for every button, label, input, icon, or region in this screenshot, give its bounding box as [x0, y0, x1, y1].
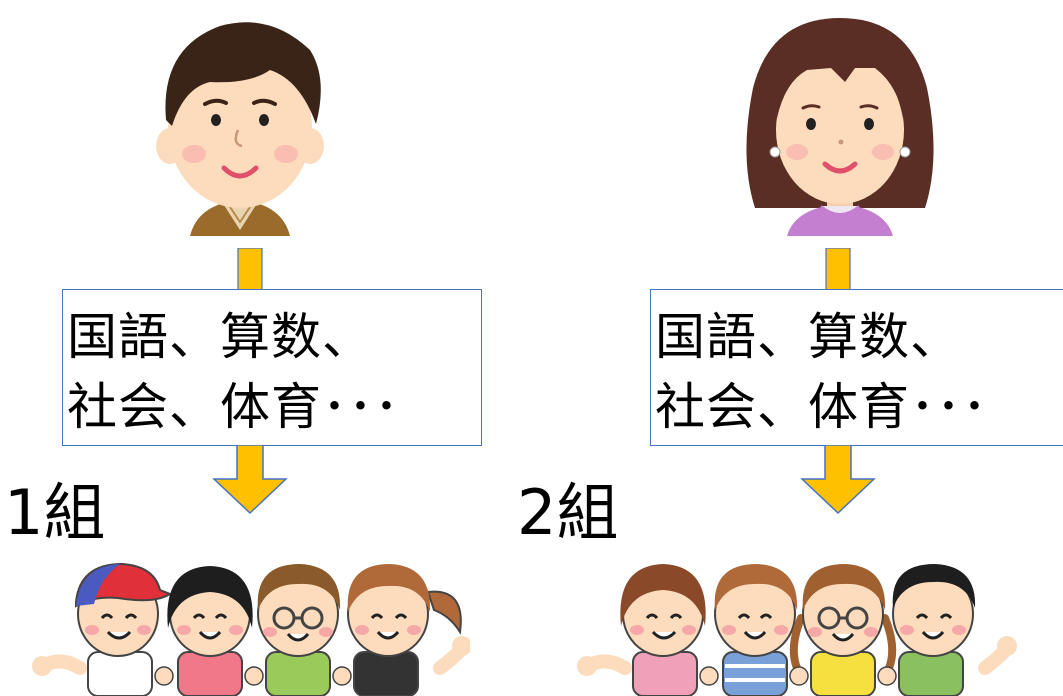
class-students-illustration — [577, 564, 1017, 696]
class-students-illustration — [32, 562, 470, 696]
down-arrow-icon — [212, 445, 288, 515]
subjects-line: 国語、算数、 — [67, 308, 373, 366]
flow-arrow-shaft — [237, 248, 263, 294]
down-arrow-icon — [800, 445, 876, 515]
subjects-box: 国語、算数、 社会、体育･･･ — [650, 289, 1063, 446]
male-teacher-illustration — [156, 22, 324, 236]
flow-arrow-shaft — [825, 248, 851, 294]
class-label: 1組 — [4, 476, 106, 549]
female-teacher-illustration — [746, 18, 934, 236]
subjects-box: 国語、算数、 社会、体育･･･ — [62, 289, 482, 446]
subjects-line: 社会、体育･･･ — [655, 378, 988, 436]
class-label: 2組 — [517, 476, 619, 549]
subjects-line: 国語、算数、 — [655, 308, 961, 366]
subjects-line: 社会、体育･･･ — [67, 378, 400, 436]
